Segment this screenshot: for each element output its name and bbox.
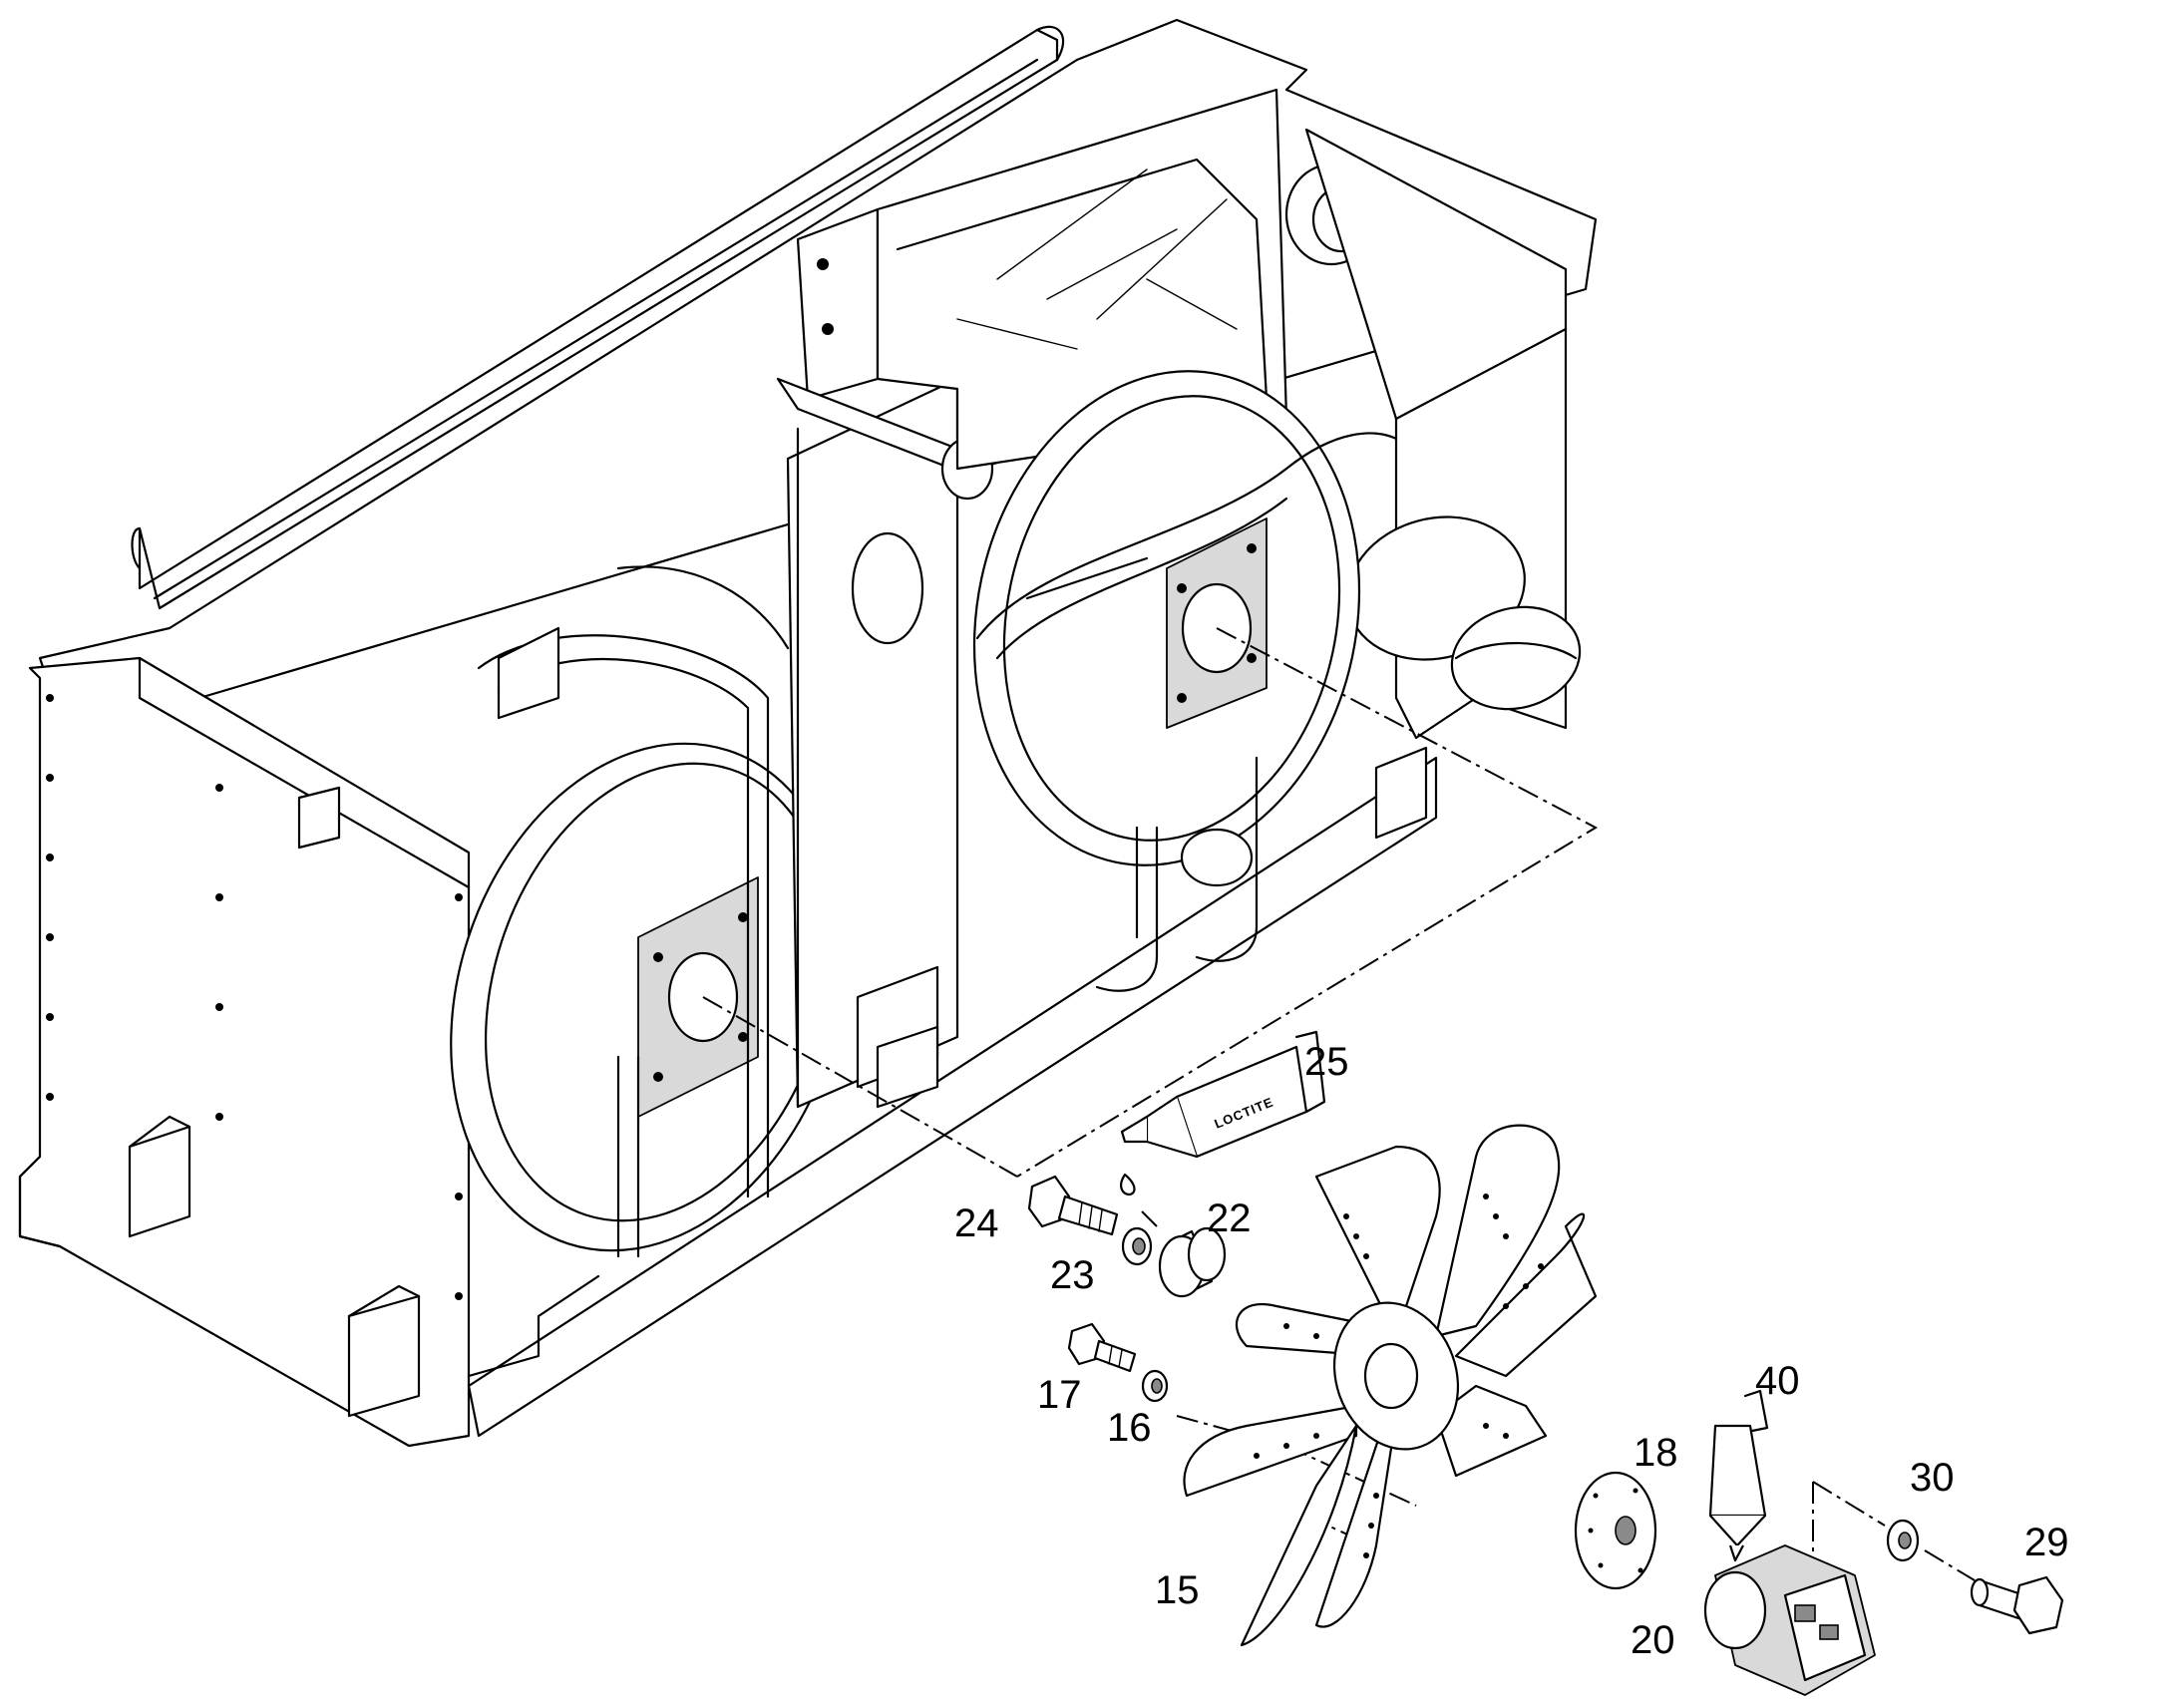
callout-22: 22 xyxy=(1207,1196,1252,1240)
callout-29: 29 xyxy=(2024,1521,2069,1564)
cooler-assembly xyxy=(18,18,1598,1448)
bolt-part-24 xyxy=(1027,1175,1119,1236)
washer-part-16 xyxy=(1141,1369,1169,1403)
tube-part-40 xyxy=(1708,1389,1769,1562)
hydraulic-motor-part-20 xyxy=(1703,1544,1876,1696)
callout-20: 20 xyxy=(1631,1618,1675,1662)
callout-25: 25 xyxy=(1304,1040,1349,1084)
washer-part-30 xyxy=(1886,1519,1920,1562)
callout-30: 30 xyxy=(1910,1456,1955,1500)
bolt-part-17 xyxy=(1067,1322,1137,1373)
callout-labels: 25 24 22 23 17 16 40 18 30 29 15 20 xyxy=(954,1040,2069,1662)
loctite-tube-part-25: LOCTITE xyxy=(1120,1030,1326,1196)
spacer-part-22 xyxy=(1158,1226,1227,1298)
callout-24: 24 xyxy=(954,1201,999,1245)
callout-17: 17 xyxy=(1037,1373,1082,1417)
bolt-part-29 xyxy=(1970,1575,2064,1635)
callout-40: 40 xyxy=(1755,1359,1800,1403)
callout-23: 23 xyxy=(1050,1253,1095,1297)
hub-plate-part-18 xyxy=(1574,1471,1657,1590)
fan-part-15 xyxy=(1183,1124,1598,1647)
callout-16: 16 xyxy=(1107,1406,1152,1450)
washer-part-23 xyxy=(1121,1226,1153,1266)
callout-18: 18 xyxy=(1634,1431,1678,1475)
callout-15: 15 xyxy=(1155,1568,1200,1612)
left-fan-shroud xyxy=(450,565,847,1258)
right-fan-shroud xyxy=(972,370,1398,992)
